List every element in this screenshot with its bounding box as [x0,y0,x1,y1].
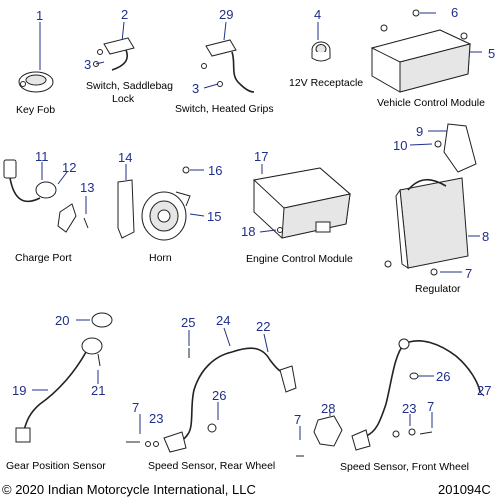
callout-22: 22 [256,319,270,334]
callout-12: 12 [62,160,76,175]
receptacle-part [311,22,331,62]
charge-port-part [3,159,89,233]
speed-sensor-front-part [296,338,485,457]
label-speed-rear: Speed Sensor, Rear Wheel [148,460,275,472]
regulator-part [384,123,480,276]
label-charge-port: Charge Port [15,252,72,264]
callout-7b: 7 [132,400,139,415]
callout-7a: 7 [465,266,472,281]
label-vcm: Vehicle Control Module [377,97,485,109]
label-receptacle: 12V Receptacle [289,77,363,89]
label-saddlebag-lock-1: Switch, Saddlebag [86,80,173,92]
callout-23b: 23 [402,401,416,416]
callout-17: 17 [254,149,268,164]
callout-13: 13 [80,180,94,195]
callout-23a: 23 [149,411,163,426]
callout-18: 18 [241,224,255,239]
callout-27: 27 [477,383,491,398]
label-ecm: Engine Control Module [246,253,353,265]
label-heated-grips: Switch, Heated Grips [175,103,274,115]
callout-4: 4 [314,7,321,22]
callout-19: 19 [12,383,26,398]
callout-26a: 26 [212,388,226,403]
callout-3a: 3 [84,57,91,72]
callout-24: 24 [216,313,230,328]
callout-9: 9 [416,124,423,139]
saddlebag-lock-switch-part [93,21,135,71]
callout-26b: 26 [436,369,450,384]
callout-5: 5 [488,46,495,61]
label-key-fob: Key Fob [16,104,55,116]
callout-10: 10 [393,138,407,153]
ecm-part [252,164,352,239]
callout-25: 25 [181,315,195,330]
callout-20: 20 [55,313,69,328]
label-saddlebag-lock-2: Lock [112,93,135,105]
callout-11: 11 [35,149,49,164]
callout-7d: 7 [294,412,301,427]
vcm-part [370,9,482,93]
callout-6: 6 [451,5,458,20]
diagram-id: 201094C [438,482,491,497]
key-fob-part [18,22,54,93]
speed-sensor-rear-part [126,327,297,453]
label-regulator: Regulator [415,283,461,295]
callout-15: 15 [207,209,221,224]
callout-1: 1 [36,8,43,23]
label-speed-front: Speed Sensor, Front Wheel [340,461,469,473]
callout-29: 29 [219,7,233,22]
copyright: © 2020 Indian Motorcycle International, … [2,482,256,497]
label-horn: Horn [149,252,172,264]
callout-28: 28 [321,401,335,416]
label-gear-sensor: Gear Position Sensor [6,460,106,472]
callout-21: 21 [91,383,105,398]
callout-14: 14 [118,150,132,165]
callout-7c: 7 [427,399,434,414]
callout-2: 2 [121,7,128,22]
callout-8: 8 [482,229,489,244]
gear-position-sensor-part [15,312,113,443]
callout-3b: 3 [192,81,199,96]
callout-16: 16 [208,163,222,178]
horn-part [117,164,205,241]
heated-grips-switch-part [201,21,255,93]
